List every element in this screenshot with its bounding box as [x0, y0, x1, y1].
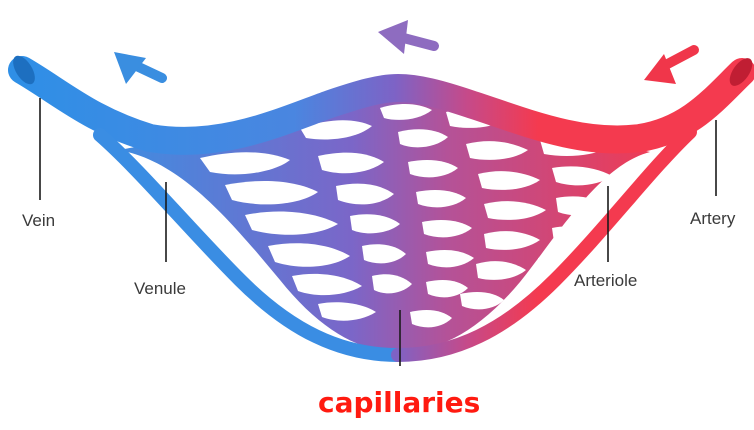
flow-arrow-middle-icon — [378, 20, 434, 54]
capillaries-label: capillaries — [318, 386, 480, 419]
vein-label: Vein — [22, 211, 55, 230]
arteriole-label: Arteriole — [574, 271, 637, 290]
flow-arrow-right-icon — [644, 50, 694, 84]
artery-label: Artery — [690, 209, 736, 228]
flow-arrow-left-icon — [114, 52, 162, 84]
venule-label: Venule — [134, 279, 186, 298]
